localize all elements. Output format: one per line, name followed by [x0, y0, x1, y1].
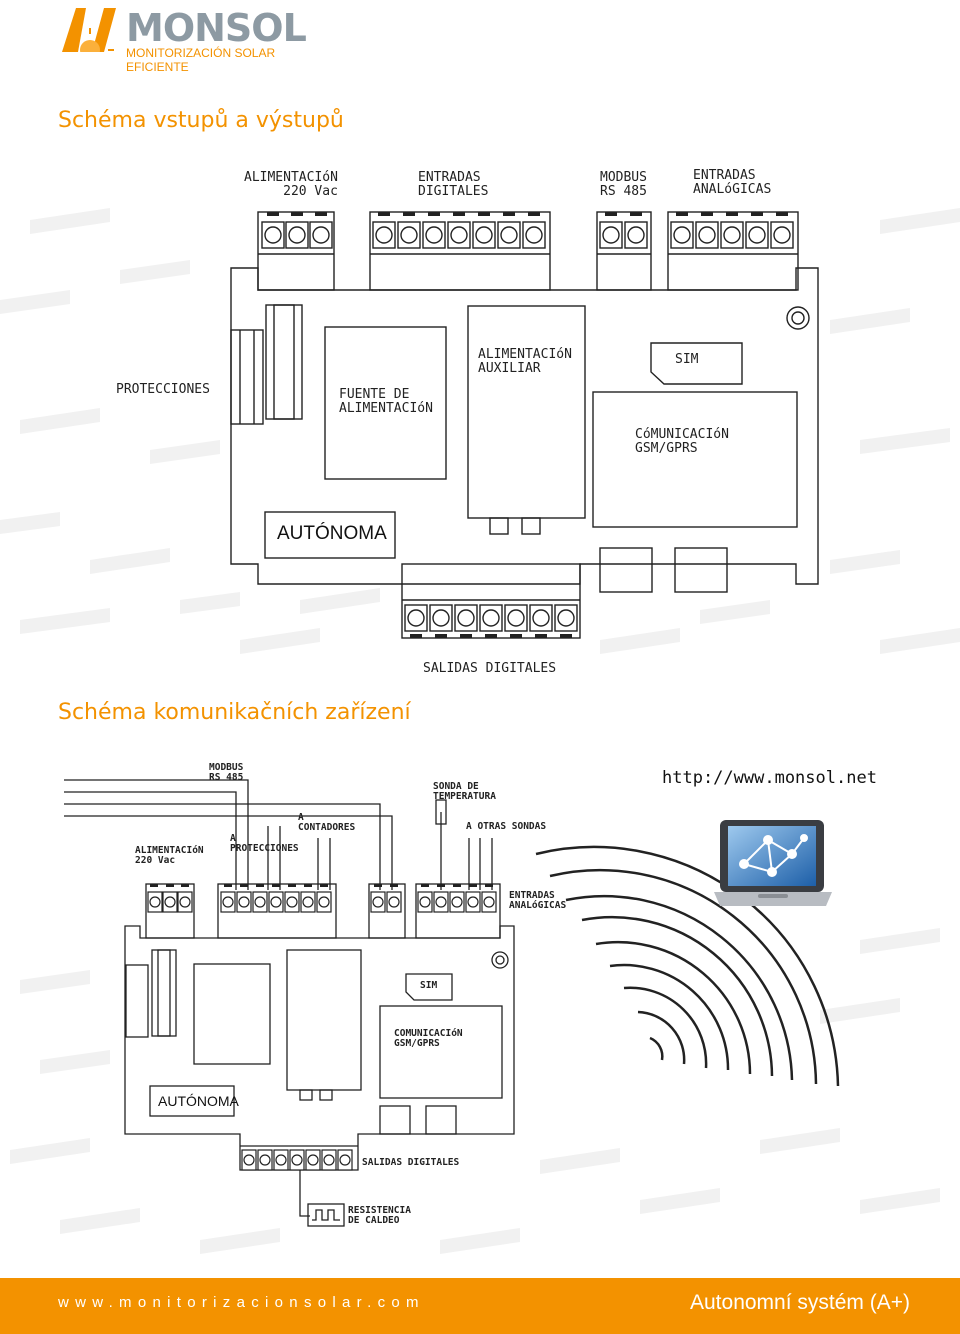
label-autonoma: AUTÓNOMA	[277, 523, 387, 544]
footer-bar: www.monitorizacionsolar.com Autonomní sy…	[0, 1278, 960, 1334]
label-aux-power: ALIMENTACIóN AUXILIAR	[478, 347, 572, 377]
modbus-terminal-housing	[596, 211, 652, 291]
modbus-terminal-screws	[599, 221, 648, 249]
aux-power-module	[467, 305, 586, 519]
label-heater-resistance: RESISTENCIA DE CALDEO	[348, 1205, 411, 1227]
label-power-220vac-2: ALIMENTACIóN 220 Vac	[135, 845, 204, 867]
label-counters: A CONTADORES	[298, 812, 356, 834]
logo-wordmark: MONSOL	[126, 6, 307, 50]
analog-in-terminal-screws	[670, 221, 794, 249]
label-digital-outputs: SALIDAS DIGITALES	[423, 661, 557, 676]
label-protections-2: A PROTECCIONES	[230, 833, 299, 855]
footer-website-link[interactable]: www.monitorizacionsolar.com	[58, 1294, 425, 1311]
monsol-url: http://www.monsol.net	[662, 768, 877, 788]
main-board-outline-2	[124, 925, 515, 1171]
power-supply	[324, 326, 447, 480]
logo-tagline: MONITORIZACIÓN SOLAR EFICIENTE	[126, 46, 276, 74]
label-temperature-probe: SONDA DE TEMPERATURA	[433, 781, 496, 803]
monsol-logo: MONSOL MONITORIZACIÓN SOLAR EFICIENTE	[58, 4, 328, 74]
label-autonoma-2: AUTÓNOMA	[158, 1093, 239, 1109]
sim-slot	[650, 342, 743, 385]
power-terminal-screws	[261, 221, 333, 249]
laptop-icon	[714, 820, 832, 906]
label-modbus-2: MODBUS RS 485	[209, 762, 244, 784]
label-gsm-communication-2: COMUNICACIóN GSM/GPRS	[394, 1028, 463, 1050]
label-power-220vac: ALIMENTACIóN 220 Vac	[244, 170, 338, 200]
heater-resistor	[307, 1203, 345, 1227]
gsm-module	[592, 391, 798, 528]
autonoma-box	[264, 511, 396, 559]
label-sim: SIM	[675, 352, 699, 367]
label-modbus: MODBUS RS 485	[600, 170, 647, 200]
fuse-block	[230, 329, 264, 425]
io-schematic	[230, 211, 819, 639]
label-sim-2: SIM	[420, 980, 438, 991]
sun-logo-icon	[58, 8, 126, 64]
section-title-communication: Schéma komunikačních zařízení	[58, 700, 411, 725]
label-power-supply: FUENTE DE ALIMENTACIóN	[339, 387, 433, 417]
label-protections: PROTECCIONES	[116, 382, 210, 397]
digital-in-terminal-screws	[372, 221, 546, 249]
footer-title: Autonomní systém (A+)	[690, 1291, 910, 1314]
label-digital-inputs: ENTRADAS DIGITALES	[418, 170, 489, 200]
label-digital-outputs-2: SALIDAS DIGITALES	[362, 1157, 460, 1168]
communication-schematic	[64, 779, 840, 1227]
section-title-io: Schéma vstupů a výstupů	[58, 108, 344, 133]
digital-out-terminal-screws	[404, 604, 578, 632]
label-other-probes: A OTRAS SONDAS	[466, 821, 547, 832]
label-analog-inputs-2: ENTRADAS ANALóGICAS	[509, 890, 567, 912]
background-stripes	[0, 208, 960, 1254]
label-analog-inputs: ENTRADAS ANALóGICAS	[693, 168, 772, 198]
label-gsm-communication: CóMUNICACIóN GSM/GPRS	[635, 427, 729, 457]
